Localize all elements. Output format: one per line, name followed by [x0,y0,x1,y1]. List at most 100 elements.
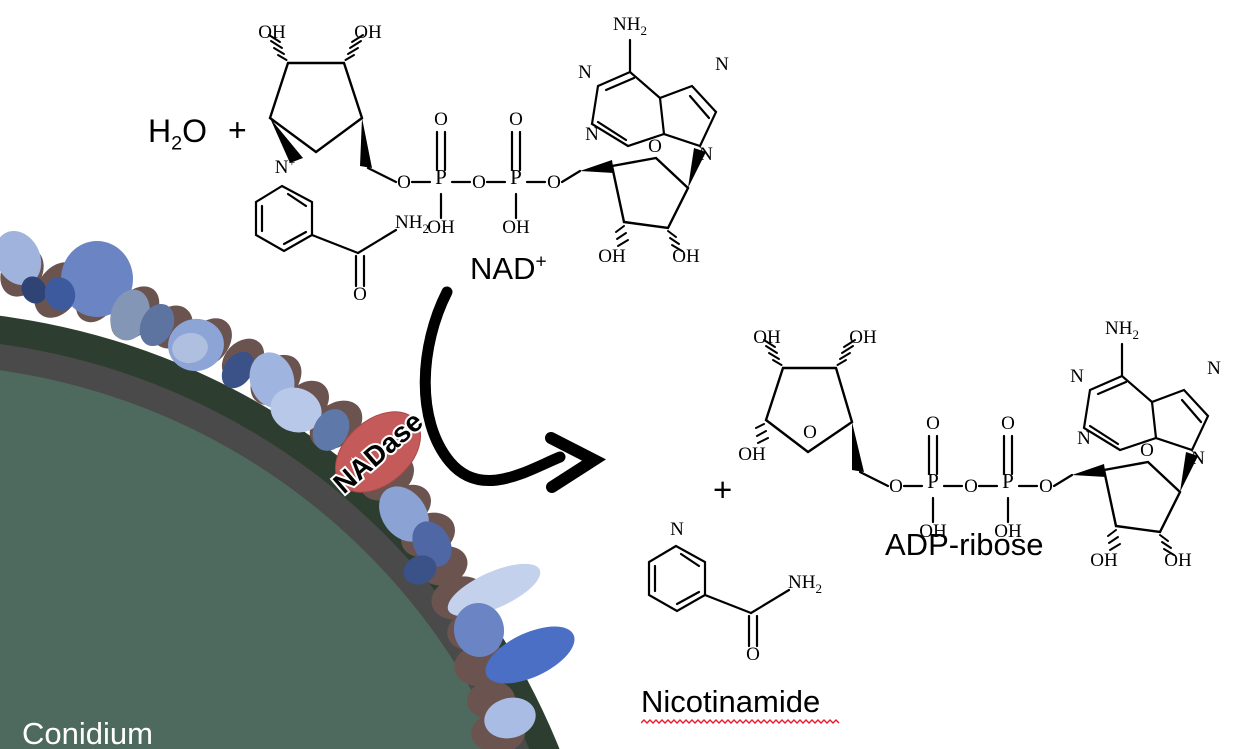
adpr-adenosine-ch2-wedge [1072,464,1106,477]
surface-granules-blue [0,230,575,739]
cell-cytoplasm [0,370,501,749]
adpr-imidazole-ring [1150,388,1210,452]
nad-ribose-oh-hash-right [344,34,364,61]
nh2-label: NH2 [1105,318,1139,342]
o-label: O [1001,413,1015,434]
nad-p2-double-o [510,130,522,172]
o-label: O [547,172,561,193]
water-label: H2O [148,113,208,155]
p-label: P [1002,469,1014,493]
nad-adenosine-ch2-wedge [580,160,614,173]
reaction-arrow-head [545,432,607,493]
adpr-wedge-to-n9 [1180,452,1198,492]
oh-label: OH [672,246,700,267]
oh-label: OH [354,22,382,43]
oh-label: OH [849,327,877,348]
nad-carboxamide-bond [310,233,360,255]
n-label: N [578,62,592,83]
n-label: N [715,54,729,75]
nad-p2-o-ch2 [560,169,582,184]
o-ring-label: O [1140,440,1154,461]
oh-label: OH [1090,550,1118,571]
nad-carboxamide-n-bond [356,228,398,255]
nad-aden-oh-hash-right [667,230,683,252]
n-label: N [699,144,713,165]
oh-label: OH [919,521,947,542]
nad-wedge-to-pyridinium [270,118,303,163]
n-label: N [1207,358,1221,379]
n-label: N [670,519,684,540]
nicotinamide-label: Nicotinamide [641,684,1241,724]
o-label: O [353,284,367,305]
nad-ribose-oh-hash-left [268,34,288,61]
oh-label: OH [753,327,781,348]
plus-reactant-label: + [228,112,247,148]
n-label: N [1077,428,1091,449]
nad-atom-labels: OH OH N+ O P O P O O O OH OH O NH2 O OH … [258,14,729,305]
plus-product-label: + [713,471,733,508]
adpr-oh-hash-left [763,339,783,366]
adpr-anomeric-oh-hash [755,423,769,444]
oh-label: OH [258,22,286,43]
o-label: O [1039,476,1053,497]
nad-ribose-ring [268,61,364,154]
reaction-arrow-curve [419,286,566,486]
adpr-ribose-ring [764,366,854,454]
o-label: O [472,172,486,193]
adpr-adenine-ribose-ring [1102,460,1182,534]
nad-wedge-to-n9 [688,148,706,188]
p-label: P [927,469,939,493]
nad-pyrimidine-ring [590,70,666,148]
nad-pyridinium-ring [254,184,314,253]
o-ring-label: O [803,422,817,443]
nicotinamide-pyridine-ring [647,544,707,613]
oh-label: OH [598,246,626,267]
o-ring-label: O [648,136,662,157]
adpr-p2-o-ch2 [1052,473,1074,488]
adpr-wedge-to-ch2 [852,422,864,472]
nicotinamide-carbonyl-double [747,614,759,648]
nad-imidazole-ring [658,84,718,148]
adpr-ch2-o-bond [858,470,890,488]
conidium-label: Conidium [22,716,153,749]
n-label: N [1191,448,1205,469]
n-label: N [585,124,599,145]
adpr-aden-oh-hash-left [1107,529,1121,551]
adpr-pyrimidine-ring [1082,374,1158,452]
nad-ch2-o-bond [366,166,398,184]
adp-ribose-label: ADP-ribose [885,527,1044,562]
nadase-ellipse [334,411,422,493]
nad-p1-double-o [435,130,447,172]
nad-aden-oh-hash-left [615,225,629,247]
nicotinamide-amide-n-bond [749,588,791,615]
o-label: O [746,644,760,665]
oh-label: OH [502,217,530,238]
spellcheck-underline-icon [641,719,840,724]
o-label: O [434,109,448,130]
p-label: P [510,165,522,189]
adpr-p1-double-o [927,434,939,476]
n-label: N [1070,366,1084,387]
p-label: P [435,165,447,189]
oh-label: OH [1164,550,1192,571]
o-label: O [889,476,903,497]
oh-label: OH [427,217,455,238]
nad-wedge-to-ch2 [360,118,372,168]
o-label: O [926,413,940,434]
nicotinamide-carboxamide-bond [703,593,753,615]
nad-adenine-ribose-ring [610,156,690,230]
adpr-p2-double-o [1002,434,1014,476]
oh-label: OH [994,521,1022,542]
o-label: O [397,172,411,193]
nad-carbonyl-double [354,254,366,288]
adpr-aden-oh-hash-right [1159,534,1175,556]
nad-plus-label: NAD+ [470,251,547,286]
o-label: O [509,109,523,130]
oh-label: OH [738,444,766,465]
adpr-oh-hash-right [836,339,856,366]
